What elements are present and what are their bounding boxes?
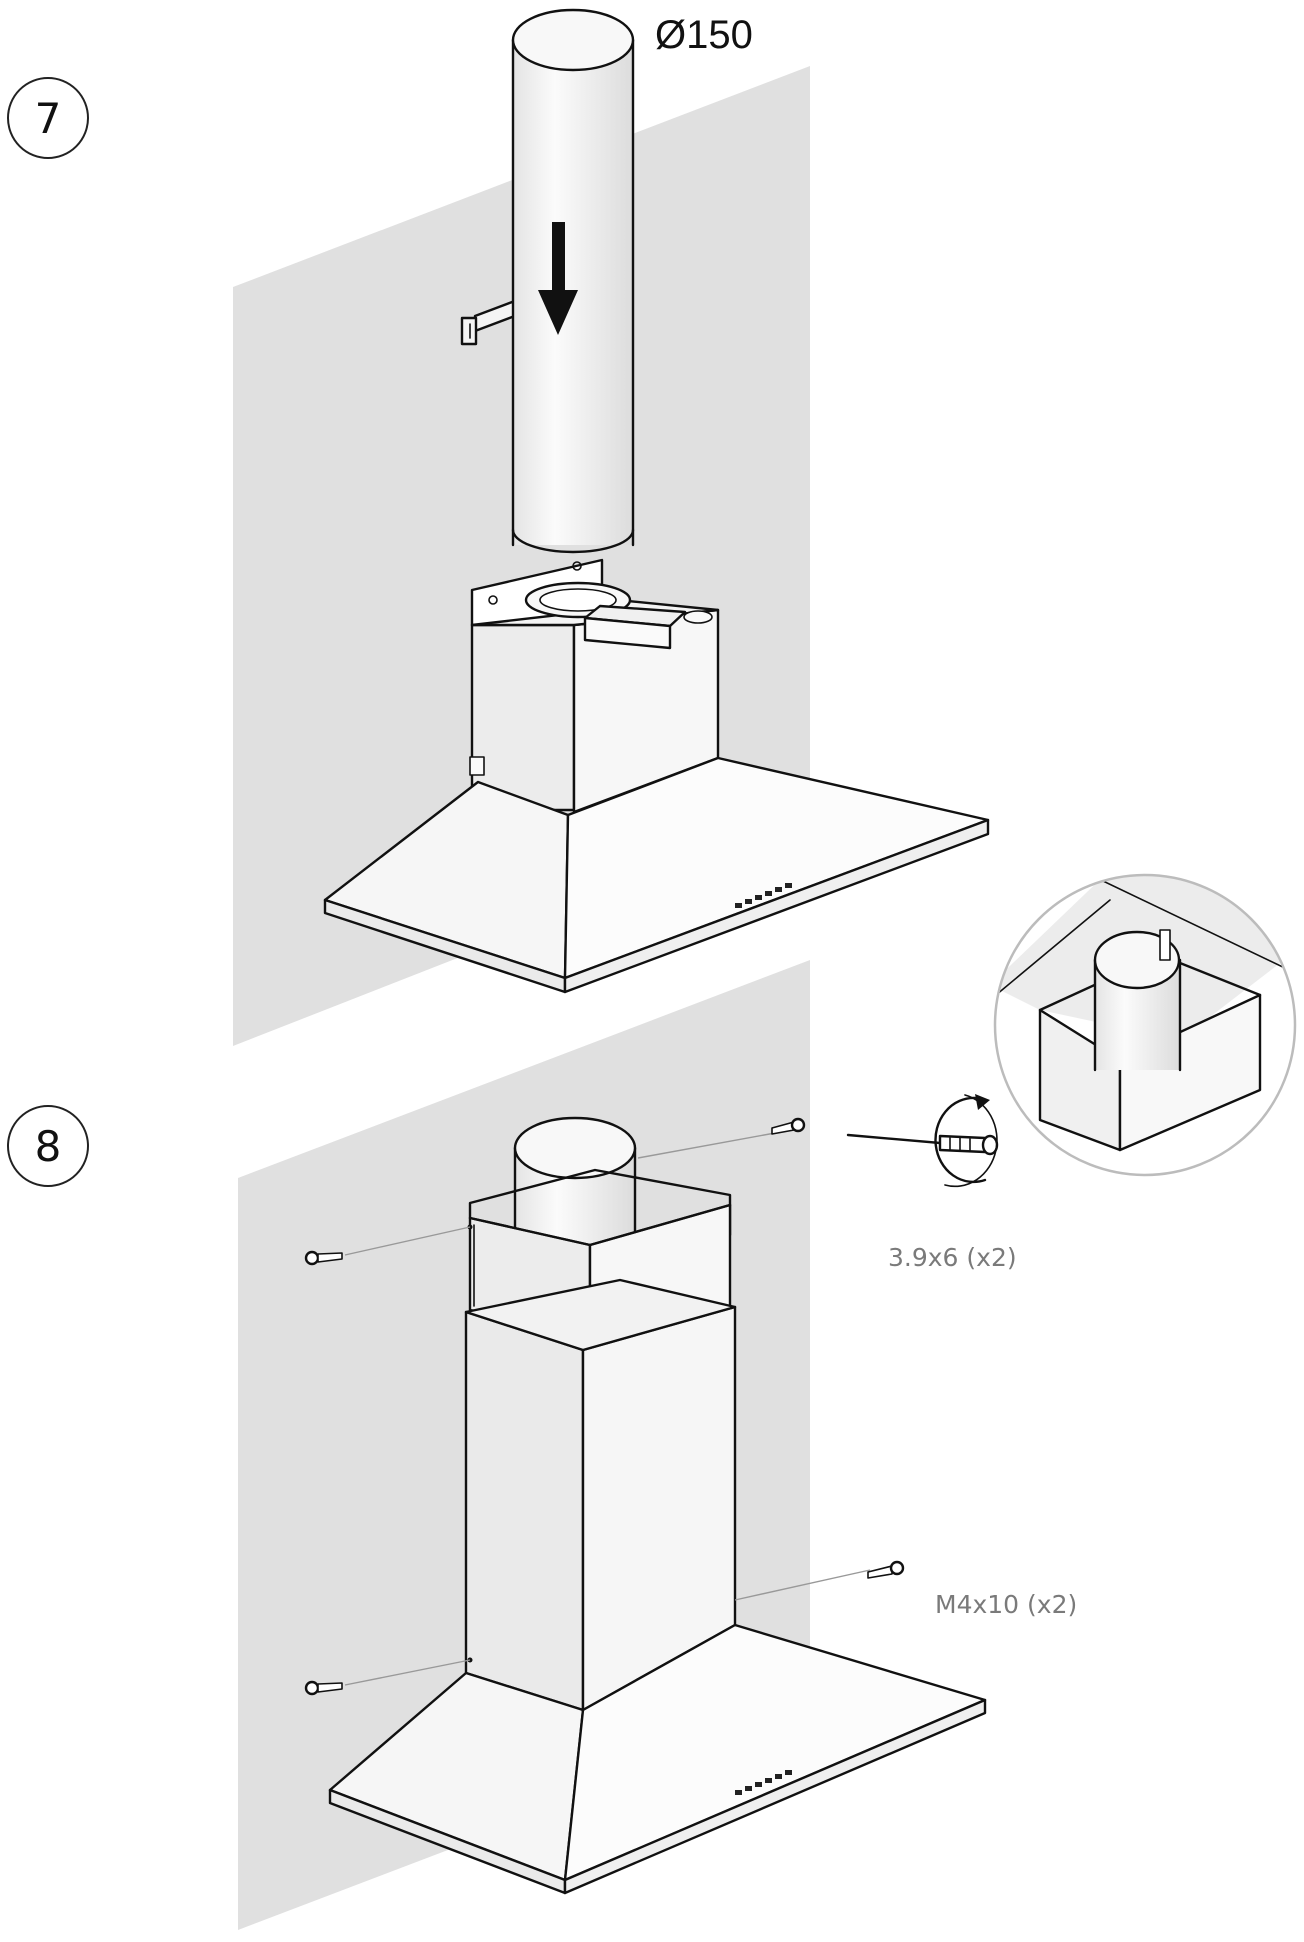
hood-canopy [323, 756, 990, 994]
screw-spec-small-label: 3.9x6 (x2) [888, 1243, 1017, 1272]
zoom-detail [993, 873, 1297, 1177]
lower-chimney [464, 1278, 737, 1712]
down-arrow-icon [538, 222, 578, 335]
step-8-number: 8 [35, 1122, 62, 1171]
exhaust-duct [511, 8, 635, 554]
screw-icon [304, 1250, 343, 1266]
duct-diameter-label: Ø150 [655, 13, 753, 57]
screw-icon [867, 1560, 905, 1579]
screwdriver-icon [846, 1133, 999, 1156]
screw-spec-large-label: M4x10 (x2) [935, 1590, 1077, 1619]
hood-canopy [328, 1623, 987, 1895]
control-buttons [735, 883, 792, 908]
leader-lines [344, 1132, 871, 1686]
step-7: 7 [7, 8, 990, 1046]
screw-icon [304, 1680, 343, 1696]
step-7-number: 7 [35, 94, 62, 143]
hood-motor-box [469, 558, 720, 814]
step-8-number-badge: 8 [7, 1105, 89, 1187]
step-8: 8 [7, 873, 1297, 1930]
screw-icon [771, 1117, 806, 1135]
rotate-clockwise-icon [934, 1094, 998, 1188]
step-7-number-badge: 7 [7, 77, 89, 159]
control-buttons [735, 1770, 792, 1795]
